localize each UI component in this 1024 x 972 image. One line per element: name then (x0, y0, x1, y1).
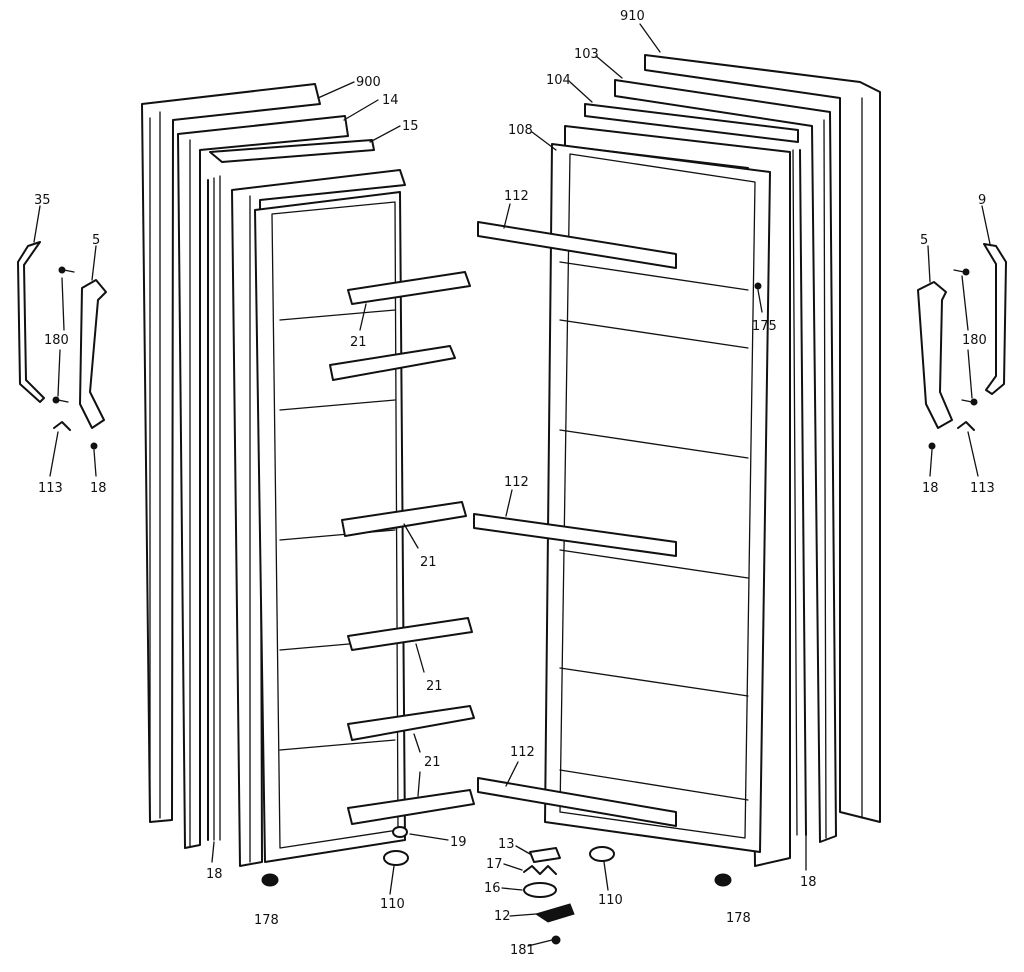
callout-18-right-handle: 18 (922, 481, 939, 496)
screws-18-handles (90, 442, 936, 450)
callout-104: 104 (546, 73, 571, 88)
callout-108: 108 (508, 123, 533, 138)
callout-178-left: 178 (254, 913, 279, 928)
right-door-inner-liner (544, 143, 771, 853)
callout-113-right: 113 (970, 481, 995, 496)
callout-112-b: 112 (504, 475, 529, 490)
callout-5-left: 5 (92, 233, 100, 248)
door-stops-110 (383, 846, 615, 866)
bottom-caps-178 (261, 873, 732, 887)
leader-lines (33, 23, 991, 947)
callout-5-right: 5 (920, 233, 928, 248)
callout-21-d: 21 (424, 755, 441, 770)
callout-18-left-handle: 18 (90, 481, 107, 496)
callout-910: 910 (620, 9, 645, 24)
left-door-breaker-strip (207, 139, 375, 841)
callout-labels: 910 103 104 108 900 14 15 35 5 180 113 1… (34, 9, 995, 958)
callout-9: 9 (978, 193, 986, 208)
clips-113 (53, 421, 975, 431)
callout-110-right: 110 (598, 893, 623, 908)
callout-16: 16 (484, 881, 501, 896)
callout-112-c: 112 (510, 745, 535, 760)
right-handle-9 (983, 243, 1007, 395)
left-handle-35 (17, 241, 45, 403)
callout-900: 900 (356, 75, 381, 90)
right-door-shelves (473, 221, 677, 827)
callout-113-left: 113 (38, 481, 63, 496)
left-handle-5 (79, 279, 107, 429)
left-door-gasket (177, 115, 349, 849)
screw-175 (754, 282, 762, 290)
callout-178-right: 178 (726, 911, 751, 926)
callout-21-b: 21 (420, 555, 437, 570)
left-door-outer-panel (141, 83, 321, 823)
right-door-breaker-strip (584, 103, 807, 836)
callout-35: 35 (34, 193, 51, 208)
callout-18-left-door: 18 (206, 867, 223, 882)
right-handle-5 (917, 281, 953, 429)
callout-21-a: 21 (350, 335, 367, 350)
callout-112-a: 112 (504, 189, 529, 204)
callout-110-left: 110 (380, 897, 405, 912)
callout-180-right: 180 (962, 333, 987, 348)
callout-180-left: 180 (44, 333, 69, 348)
hinge-parts (523, 847, 575, 945)
callout-19: 19 (450, 835, 467, 850)
callout-18-right-door: 18 (800, 875, 817, 890)
callout-13: 13 (498, 837, 515, 852)
callout-15: 15 (402, 119, 419, 134)
right-door-gasket (614, 79, 837, 843)
screws-180-right (953, 268, 978, 406)
left-door-shelves (329, 271, 475, 825)
callout-21-c: 21 (426, 679, 443, 694)
screws-180-left (52, 266, 75, 404)
stop-19 (392, 826, 408, 838)
left-door-liner (231, 169, 406, 867)
callout-103: 103 (574, 47, 599, 62)
callout-14: 14 (382, 93, 399, 108)
callout-17: 17 (486, 857, 503, 872)
callout-12: 12 (494, 909, 511, 924)
callout-181: 181 (510, 943, 535, 958)
right-door-outer-panel (644, 54, 881, 823)
callout-175: 175 (752, 319, 777, 334)
